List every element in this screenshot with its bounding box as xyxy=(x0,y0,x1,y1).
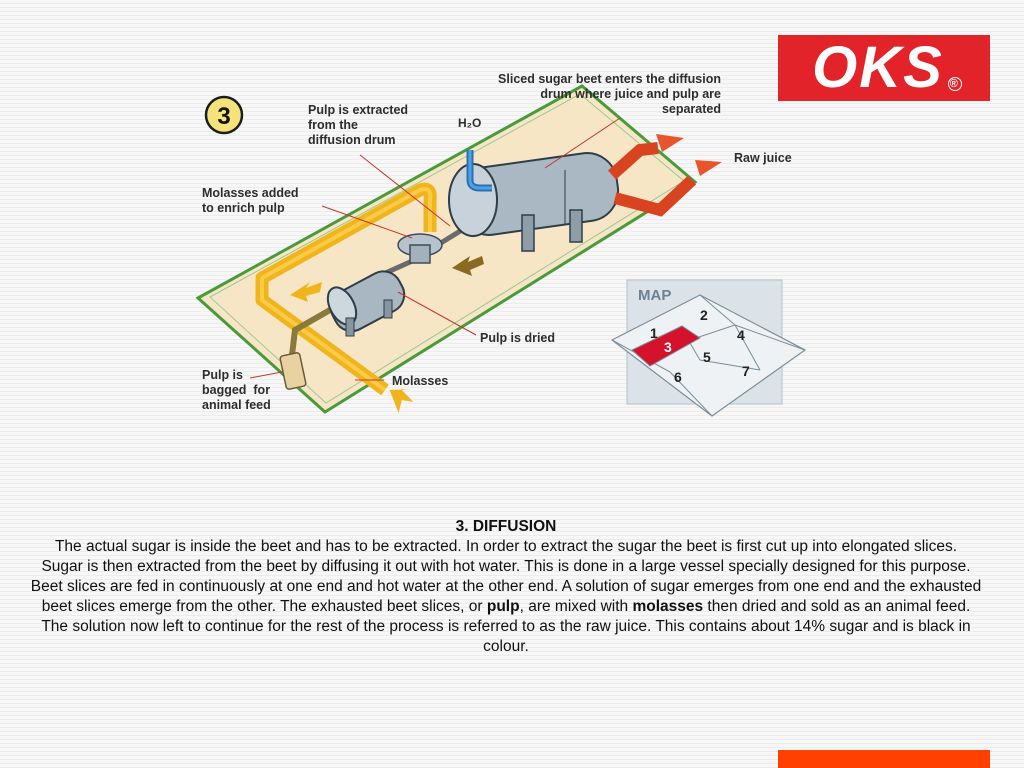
raw-juice-pipe xyxy=(608,142,659,180)
description-paragraph-2: Sugar is then extracted from the beet by… xyxy=(30,557,982,617)
step-badge: 3 xyxy=(204,95,244,135)
raw-juice-arrow xyxy=(695,160,722,176)
label-pulp-bagged: Pulp is bagged for animal feed xyxy=(202,368,271,412)
flow-arrow xyxy=(452,256,484,276)
description: 3. DIFFUSION The actual sugar is inside … xyxy=(30,517,982,657)
map-cell-1: 1 xyxy=(650,325,658,341)
label-molasses: Molasses xyxy=(392,374,449,388)
registered-mark: ® xyxy=(947,77,962,91)
oks-logo: OKS ® xyxy=(778,35,990,101)
h2o-label: H₂O xyxy=(458,116,481,130)
map-cell-6: 6 xyxy=(674,369,682,385)
label-raw-juice: Raw juice xyxy=(734,151,792,165)
label-pulp-extracted: Pulp is extracted from the diffusion dru… xyxy=(308,103,409,147)
step-number: 3 xyxy=(217,103,230,130)
description-paragraph-3: The solution now left to continue for th… xyxy=(41,618,971,655)
map-cell-3: 3 xyxy=(664,339,672,355)
pulp-bag xyxy=(279,352,307,390)
pulp-dryer xyxy=(326,270,406,337)
label-pulp-dried: Pulp is dried xyxy=(480,331,556,345)
p2-text-a: Sugar is then extracted from the beet by… xyxy=(30,558,982,615)
p2-pulp: pulp xyxy=(486,598,520,615)
label-molasses-added: Molasses added to enrich pulp xyxy=(202,186,299,215)
p2-text-c: then dried and sold as an animal feed. xyxy=(703,598,971,615)
map-title: MAP xyxy=(638,287,671,304)
logo-text: OKS xyxy=(812,35,944,100)
description-title: 3. DIFFUSION xyxy=(455,518,557,535)
flow-arrow-yellow xyxy=(290,282,322,302)
process-map: MAP 1 2 3 4 5 6 7 xyxy=(610,279,807,417)
map-cell-5: 5 xyxy=(703,349,711,365)
diffusion-diagram: 3 H₂O MAP 1 2 3 4 5 6 7 Sliced suga xyxy=(195,72,807,417)
map-highlight-cell xyxy=(631,325,701,367)
label-sliced-beet: Sliced sugar beet enters the diffusion d… xyxy=(498,72,721,116)
description-paragraph-1: The actual sugar is inside the beet and … xyxy=(54,538,958,555)
map-cell-7: 7 xyxy=(742,363,750,379)
footer-accent-bar xyxy=(778,750,990,768)
platform xyxy=(195,84,698,414)
map-cell-4: 4 xyxy=(737,327,745,343)
p2-text-b: , are mixed with xyxy=(519,598,633,615)
map-cell-2: 2 xyxy=(700,307,708,323)
p2-molasses: molasses xyxy=(632,598,704,615)
molasses-arrow xyxy=(389,388,414,414)
diagram-graphic: 3 H₂O MAP 1 2 3 4 5 6 7 xyxy=(195,84,807,417)
